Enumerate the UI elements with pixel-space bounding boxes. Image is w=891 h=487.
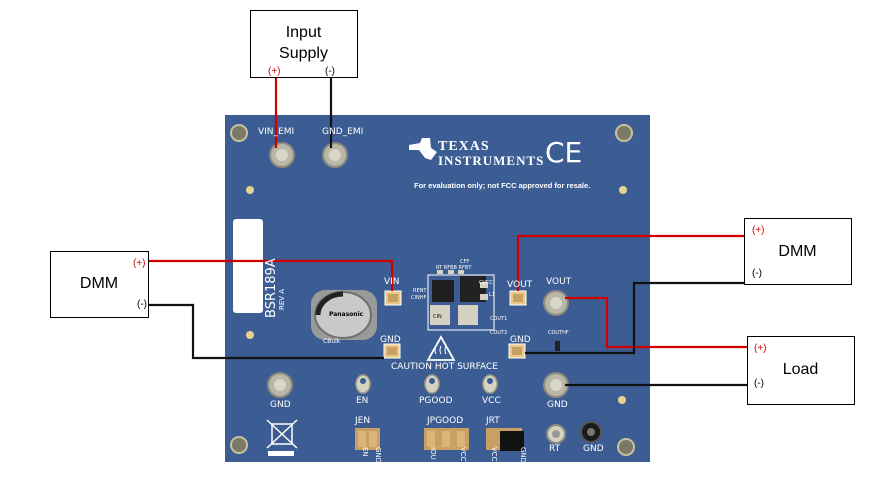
gnd-bottom-left-label: GND — [270, 400, 291, 410]
negative-wires — [148, 78, 748, 387]
gnd-right-label: GND — [510, 335, 531, 345]
vout-post-label: VOUT — [546, 277, 572, 287]
wire-dmm-right-pos — [516, 234, 745, 291]
bulk-capacitor — [311, 290, 377, 340]
dmm-right-box: DMM — [744, 218, 852, 285]
rt-label: RT — [549, 444, 561, 454]
input-supply-line1: Input — [285, 24, 322, 41]
board-id: BSR189A — [264, 258, 279, 318]
ce-mark-icon: CE — [545, 136, 583, 169]
jen-header[interactable] — [355, 428, 380, 450]
pgood-testpoint[interactable] — [424, 374, 440, 394]
vias — [246, 186, 627, 404]
jrt-header[interactable] — [486, 428, 524, 451]
gnd-bottom-right-label: GND — [547, 400, 568, 410]
wire-dmm-right-neg — [525, 281, 745, 355]
jpgood-label: JPGOOD — [427, 416, 464, 426]
caution-label: CAUTION HOT SURFACE — [391, 362, 498, 372]
input-supply-neg-label: (-) — [325, 66, 335, 77]
jpgood-pin-1: IOU — [429, 447, 437, 460]
gnd-left-label: GND — [380, 335, 401, 345]
rt-rfb-label: RT RFBB RFBT — [436, 265, 472, 271]
gnd-terminal-right[interactable] — [543, 372, 569, 398]
load-title: Load — [782, 361, 819, 378]
weee-bin-icon — [266, 419, 298, 456]
ti-brand-line2: INSTRUMENTS — [438, 153, 545, 168]
jrt-pin-1: VCC — [490, 447, 498, 462]
cbulk-label: CBulk — [323, 338, 341, 345]
load-pos-label: (+) — [754, 343, 767, 354]
jrt-pin-2: GND — [519, 447, 527, 464]
dmm-left-neg-label: (-) — [137, 299, 147, 310]
jen-pin-gnd: GND — [374, 447, 382, 464]
jpgood-header[interactable] — [424, 428, 469, 450]
jen-label: JEN — [355, 416, 371, 426]
cff-label: CFF — [460, 259, 470, 265]
cinhf-label: CINHF — [411, 295, 427, 301]
vin-label: VIN — [384, 277, 400, 287]
wire-load-pos — [565, 296, 748, 349]
vout-pad-label: VOUT — [507, 280, 533, 290]
vout-terminal[interactable] — [543, 290, 569, 316]
gnd-terminal-left[interactable] — [267, 372, 293, 398]
ti-logo-icon — [409, 138, 437, 160]
hot-surface-warning-icon — [426, 335, 456, 361]
rt-terminal[interactable] — [546, 424, 566, 444]
converter-circuit — [427, 270, 495, 331]
cin-label: CIN — [433, 314, 442, 320]
gnd-emi-terminal[interactable] — [322, 142, 348, 168]
vin-emi-terminal[interactable] — [269, 142, 295, 168]
input-supply-pos-label: (+) — [268, 66, 281, 77]
cvcc-label: CVCC — [479, 280, 493, 286]
jpgood-pin-2: VCC — [459, 447, 467, 462]
dmm-left-title: DMM — [79, 275, 119, 292]
cout2-label: COUT2 — [490, 330, 508, 336]
vin-emi-label: VIN_EMI — [258, 127, 295, 137]
load-neg-label: (-) — [754, 378, 764, 389]
gnd-emi-label: GND_EMI — [322, 127, 364, 137]
pgood-label: PGOOD — [419, 396, 453, 406]
dmm-left-box: DMM — [50, 251, 149, 318]
cap-brand-label: Panasonic — [329, 311, 364, 318]
couthf-capacitor — [555, 341, 560, 351]
wire-dmm-left-pos — [148, 259, 394, 291]
dmm-right-pos-label: (+) — [752, 225, 765, 236]
input-supply-line2: Supply — [279, 45, 328, 62]
rent-label: RENT — [413, 288, 427, 294]
gnd-terminal-rt[interactable] — [580, 421, 602, 443]
load-box: Load — [747, 336, 855, 405]
mounting-holes — [230, 124, 635, 456]
eval-note: For evaluation only; not FCC approved fo… — [414, 181, 591, 190]
jen-pin-en: EN — [361, 447, 369, 457]
dmm-right-neg-label: (-) — [752, 268, 762, 279]
vcc-testpoint[interactable] — [482, 374, 498, 394]
ti-brand-line1: TEXAS — [438, 139, 490, 154]
vcc-label: VCC — [482, 396, 501, 406]
dmm-right-title: DMM — [778, 243, 817, 260]
positive-wires — [148, 78, 748, 349]
gnd-rt-label: GND — [583, 444, 604, 454]
jrt-label: JRT — [486, 416, 500, 426]
wire-dmm-left-neg — [148, 303, 384, 360]
couthf-label: COUTHF — [548, 330, 569, 336]
en-testpoint[interactable] — [355, 374, 371, 394]
input-supply-box: Input Supply — [250, 10, 358, 78]
en-label: EN — [356, 396, 369, 406]
board-rev: REV A — [278, 288, 286, 310]
label-block — [233, 219, 263, 313]
dmm-left-pos-label: (+) — [133, 258, 146, 269]
l1-label: L1 — [489, 292, 495, 298]
cout1-label: COUT1 — [490, 316, 508, 322]
